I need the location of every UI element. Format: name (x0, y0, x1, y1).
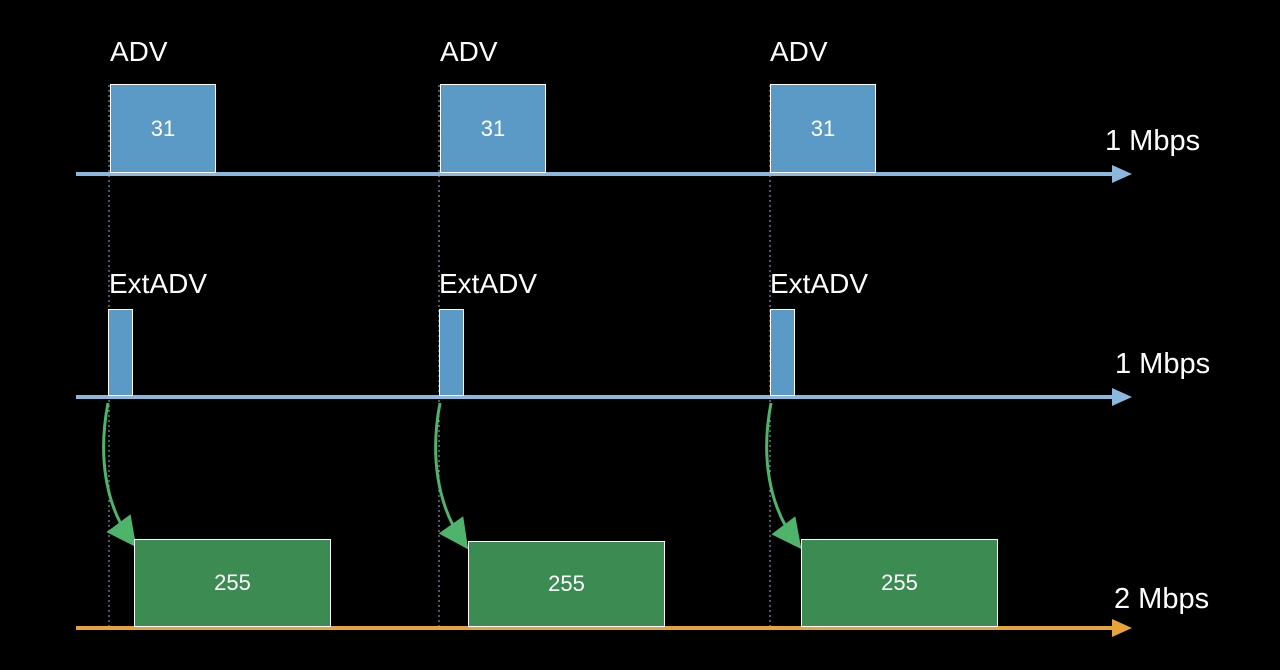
adv-packet-3: 31 (770, 84, 876, 173)
adv-packet-2: 31 (440, 84, 546, 173)
adv-label-3: ADV (770, 36, 828, 67)
adv-label-1: ADV (110, 36, 168, 67)
adv-packet-1: 31 (110, 84, 216, 173)
timeline-2-arrowhead (1112, 388, 1132, 406)
aux-packet-2: 255 (468, 541, 665, 627)
aux-packet-3: 255 (801, 539, 998, 627)
aux-pointer-arrow-2 (434, 402, 469, 550)
adv-packet-3-size: 31 (810, 115, 836, 141)
timeline-3-arrowhead (1112, 619, 1132, 637)
aux-packet-1-size: 255 (214, 570, 251, 595)
extadv-label-3: ExtADV (770, 268, 869, 299)
aux-packet-3-size: 255 (881, 570, 918, 595)
timeline-1-arrowhead (1112, 165, 1132, 183)
adv-label-2: ADV (440, 36, 498, 67)
aux-pointer-arrow-3 (765, 402, 802, 550)
extadv-label-1: ExtADV (109, 268, 208, 299)
adv-packet-1-size: 31 (150, 115, 176, 141)
extadv-packet-3 (770, 309, 795, 396)
extadv-label-2: ExtADV (439, 268, 538, 299)
aux-packet-2-size: 255 (548, 571, 585, 596)
extadv-packet-2 (439, 309, 464, 396)
aux-pointer-arrow-1 (102, 402, 137, 548)
rate-label-2: 1 Mbps (1115, 348, 1211, 380)
rate-label-3: 2 Mbps (1114, 583, 1210, 615)
aux-packet-1: 255 (134, 539, 331, 627)
adv-packet-2-size: 31 (480, 115, 506, 141)
rate-label-1: 1 Mbps (1105, 125, 1201, 157)
extadv-packet-1 (108, 309, 133, 396)
